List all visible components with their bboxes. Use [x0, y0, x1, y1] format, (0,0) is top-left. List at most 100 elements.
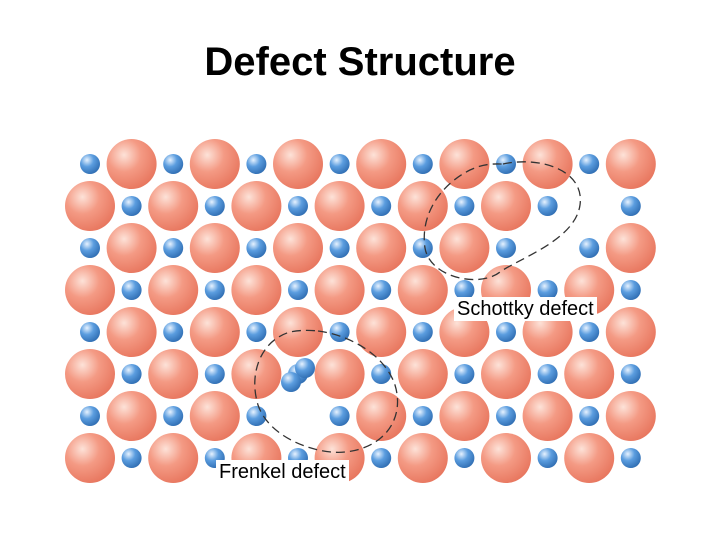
anion	[204, 280, 225, 300]
anion	[80, 406, 100, 426]
anion	[371, 448, 392, 468]
cation	[356, 391, 407, 441]
anion	[80, 154, 100, 174]
anion	[454, 448, 475, 468]
schottky-defect-label: Schottky defect	[454, 297, 597, 321]
anion	[246, 238, 267, 258]
cation	[605, 391, 656, 441]
anion	[496, 406, 516, 426]
schottky-defect-outline	[423, 161, 581, 281]
anion	[329, 238, 350, 258]
anion	[80, 238, 100, 258]
anion	[288, 280, 308, 300]
cation	[481, 433, 531, 483]
anion	[579, 154, 600, 174]
cation	[231, 265, 282, 315]
cation	[106, 391, 157, 441]
cation	[148, 265, 199, 315]
cation	[231, 181, 282, 231]
anion	[412, 406, 433, 426]
anion	[620, 280, 641, 300]
cation	[314, 265, 365, 315]
cation	[397, 265, 448, 315]
cation	[65, 433, 115, 483]
anion	[579, 322, 600, 342]
cation	[564, 349, 615, 399]
anion	[537, 196, 558, 216]
anion	[163, 238, 184, 258]
cation	[397, 349, 448, 399]
anion	[288, 196, 308, 216]
cation	[481, 181, 531, 231]
anion	[204, 196, 225, 216]
cation	[189, 391, 240, 441]
anion	[412, 154, 433, 174]
anion	[371, 196, 392, 216]
anion	[163, 154, 184, 174]
cation	[397, 433, 448, 483]
anion	[496, 238, 516, 258]
cation	[273, 223, 323, 273]
anion	[163, 322, 184, 342]
cation	[65, 181, 115, 231]
cation	[65, 265, 115, 315]
cation	[397, 181, 448, 231]
cation	[106, 223, 157, 273]
anion	[163, 406, 184, 426]
slide-title: Defect Structure	[204, 40, 516, 84]
anion	[121, 448, 142, 468]
cation	[356, 223, 407, 273]
cation	[605, 223, 656, 273]
anion	[454, 196, 475, 216]
anion	[454, 280, 475, 300]
anion	[412, 238, 433, 258]
anion	[620, 364, 641, 384]
interstitial-ion	[295, 358, 315, 378]
anion	[246, 322, 267, 342]
anion	[496, 322, 516, 342]
anion	[620, 448, 641, 468]
anion	[537, 448, 558, 468]
anion	[620, 196, 641, 216]
cation	[189, 307, 240, 357]
frenkel-defect-outline	[254, 329, 399, 454]
cation	[65, 349, 115, 399]
anion	[329, 154, 350, 174]
anion	[204, 364, 225, 384]
anion	[329, 322, 350, 342]
cation	[564, 433, 615, 483]
cation	[106, 307, 157, 357]
cation	[522, 391, 573, 441]
anion	[371, 280, 392, 300]
anion	[579, 406, 600, 426]
anion	[121, 280, 142, 300]
anion	[329, 406, 350, 426]
anion	[371, 364, 392, 384]
anion	[121, 196, 142, 216]
cation	[273, 307, 323, 357]
cation	[481, 349, 531, 399]
cation	[148, 349, 199, 399]
anion	[121, 364, 142, 384]
cation	[189, 223, 240, 273]
cation	[439, 139, 490, 189]
cation	[356, 307, 407, 357]
cation	[605, 307, 656, 357]
cation	[189, 139, 240, 189]
cation	[439, 391, 490, 441]
anion	[80, 322, 100, 342]
interstitial-ion	[281, 372, 301, 392]
cation	[314, 349, 365, 399]
cation	[439, 223, 490, 273]
anion	[412, 322, 433, 342]
cation	[148, 181, 199, 231]
anion	[454, 364, 475, 384]
anion	[579, 238, 600, 258]
cation	[314, 181, 365, 231]
cation	[148, 433, 199, 483]
cation	[106, 139, 157, 189]
anion	[246, 154, 267, 174]
cation	[356, 139, 407, 189]
cation	[522, 139, 573, 189]
